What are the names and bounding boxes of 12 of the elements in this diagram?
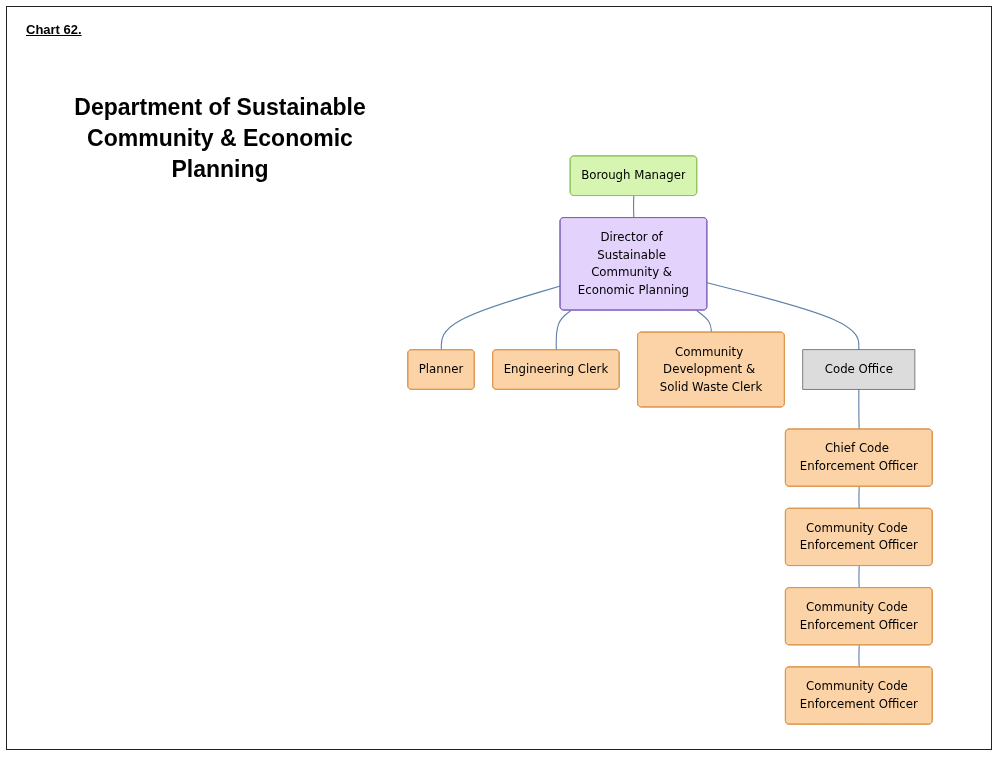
connector: [440, 285, 561, 351]
connector: [695, 309, 712, 333]
connector: [706, 282, 860, 351]
connector: [858, 486, 860, 510]
connector: [633, 195, 635, 219]
connector: [858, 388, 860, 430]
connector: [858, 644, 860, 668]
node-box: Code Office: [802, 349, 916, 390]
connector: [858, 565, 860, 589]
diagram-title: Department of Sustainable Community & Economic Planning: [73, 93, 367, 185]
chart-number: Chart 62.: [26, 22, 82, 37]
connector: [555, 309, 572, 351]
